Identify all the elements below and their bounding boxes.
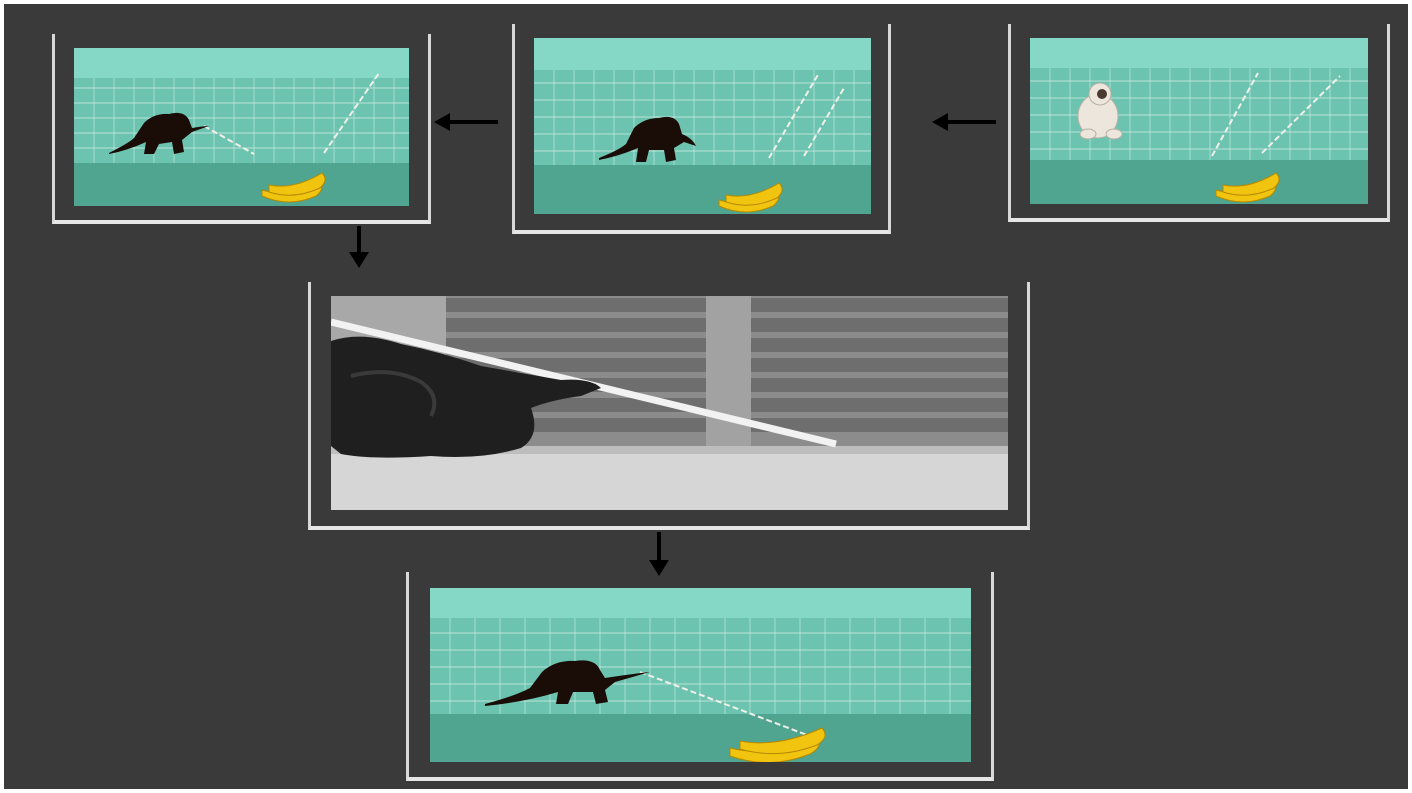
panel-step-4: [331, 296, 1008, 510]
cage-scene-step-5: [430, 588, 971, 762]
panel-step-1: [1030, 38, 1368, 204]
arrow-left-icon: [930, 110, 998, 134]
cage-scene-step-1: [1030, 38, 1368, 204]
arrow-down-icon: [646, 530, 672, 578]
cage-scene-step-2: [534, 38, 871, 214]
arrow-down-icon: [346, 224, 372, 270]
arrow-left-icon: [432, 110, 500, 134]
panel-step-5: [430, 588, 971, 762]
panel-step-3: [74, 48, 409, 206]
panel-step-2: [534, 38, 871, 214]
cage-scene-step-3: [74, 48, 409, 206]
photo-scene-step-4: [331, 296, 1008, 510]
